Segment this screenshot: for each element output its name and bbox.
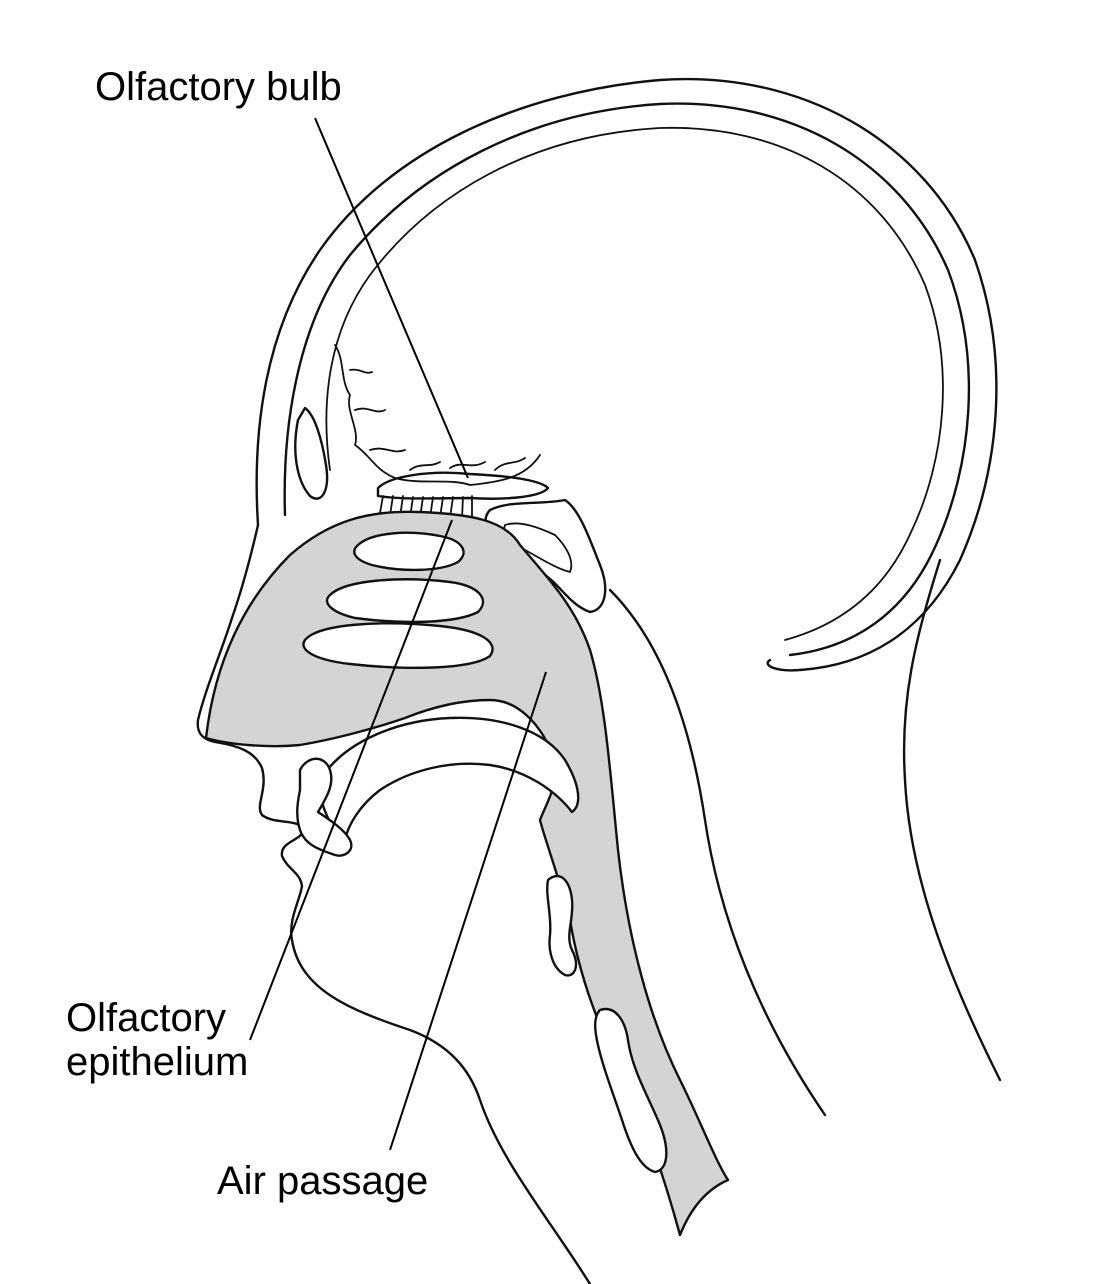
label-olfactory-epithelium-line1: Olfactory [66,996,248,1040]
label-olfactory-epithelium-line2: epithelium [66,1040,248,1084]
olfactory-bulb-shape [378,473,548,499]
middle-concha [327,579,483,622]
label-olfactory-epithelium: Olfactory epithelium [66,996,248,1084]
label-olfactory-bulb: Olfactory bulb [95,64,342,110]
frontal-sinus [295,408,327,499]
superior-concha [354,533,463,570]
brain-folds [350,370,525,470]
neck-back-outline [904,560,1000,1080]
label-air-passage: Air passage [217,1158,428,1204]
